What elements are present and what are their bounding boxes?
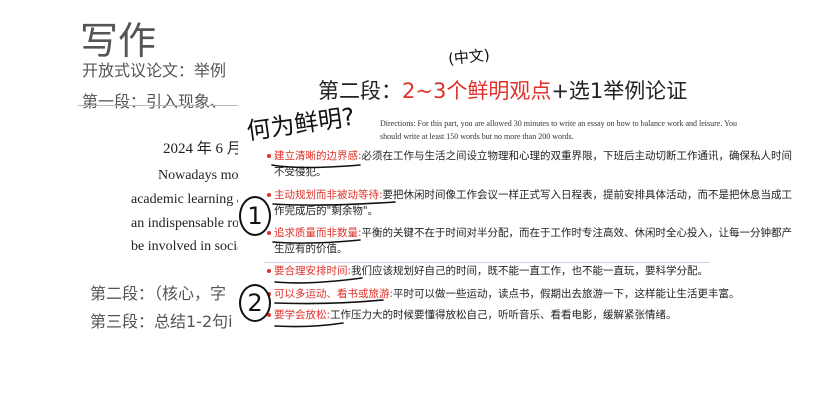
overlay-panel: 第二段：2~3个鲜明观点+选1举例论证 Directions: For this…: [238, 55, 822, 335]
heading-part: +选1举例论证: [551, 79, 688, 103]
point-key: 追求质量而非数量:: [274, 227, 362, 239]
overlay-heading: 第二段：2~3个鲜明观点+选1举例论证: [318, 75, 687, 105]
group-divider: [264, 262, 710, 263]
point-text: 我们应该规划好自己的时间，既不能一直工作，也不能一直玩，要科学分配。: [351, 265, 709, 277]
circle-number: 2: [247, 289, 263, 317]
point-key: 可以多运动、看书或旅游:: [274, 288, 394, 300]
directions-line: Directions: For this part, you are allow…: [380, 119, 738, 128]
point-item: 可以多运动、看书或旅游:平时可以做一些运动，读点书，假期出去旅游一下，这样能让生…: [267, 286, 794, 302]
heading-highlight: 2~3个鲜明观点: [402, 79, 552, 103]
slide-title: 写作: [80, 19, 157, 63]
sample-line: academic learning a: [131, 192, 238, 207]
circle-number: 1: [247, 202, 263, 230]
slide-line-para1: 第一段：引入现象、: [82, 92, 227, 111]
sample-line: be involved in socia: [131, 239, 238, 254]
handwritten-circle-2: 2: [239, 284, 271, 322]
point-item: 追求质量而非数量:平衡的关键不在于时间对半分配，而在于工作时专注高效、休闲时全心…: [267, 225, 794, 257]
handwritten-circle-1: 1: [239, 196, 271, 236]
slide-line-para2: 第二段：（核心，字: [90, 284, 227, 303]
point-text: 必须在工作与生活之间设立物理和心理的双重界限，下班后主动切断工作通讯，确保私人时…: [274, 150, 793, 178]
point-key: 主动规划而非被动等待:: [274, 189, 383, 201]
point-key: 要合理安排时间:: [274, 265, 352, 277]
point-text: 平衡的关键不在于时间对半分配，而在于工作时专注高效、休闲时全心投入，让每一分钟都…: [274, 227, 793, 255]
point-text: 平时可以做一些运动，读点书，假期出去旅游一下，这样能让生活更丰富。: [393, 288, 740, 300]
point-item: 要学会放松:工作压力大的时候要懂得放松自己，听听音乐、看看电影，缓解紧张情绪。: [267, 307, 794, 323]
slide-line-essay-type: 开放式议论文：举例: [82, 61, 227, 80]
point-key: 建立清晰的边界感:: [274, 150, 362, 162]
divider: [78, 105, 238, 106]
point-text: 要把休闲时间像工作会议一样正式写入日程表，提前安排具体活动，而不是把休息当成工作…: [274, 189, 793, 217]
sample-date: 2024 年 6 月: [163, 141, 238, 157]
background-slide: 写作 开放式议论文：举例 第一段：引入现象、 2024 年 6 月 Nowada…: [0, 0, 238, 404]
point-item: 主动规划而非被动等待:要把休闲时间像工作会议一样正式写入日程表，提前安排具体活动…: [267, 187, 794, 219]
slide-line-para3: 第三段：总结1-2句i: [90, 312, 233, 331]
directions-line: should write at least 150 words but no m…: [380, 132, 574, 141]
point-item: 要合理安排时间:我们应该规划好自己的时间，既不能一直工作，也不能一直玩，要科学分…: [267, 263, 794, 279]
point-item: 建立清晰的边界感:必须在工作与生活之间设立物理和心理的双重界限，下班后主动切断工…: [267, 148, 794, 180]
point-text: 工作压力大的时候要懂得放松自己，听听音乐、看看电影，缓解紧张情绪。: [330, 309, 677, 321]
sample-line: an indispensable rol: [131, 216, 238, 231]
point-key: 要学会放松:: [274, 309, 331, 321]
heading-part: 第二段：: [318, 79, 402, 103]
sample-line: Nowadays mo: [158, 168, 238, 183]
